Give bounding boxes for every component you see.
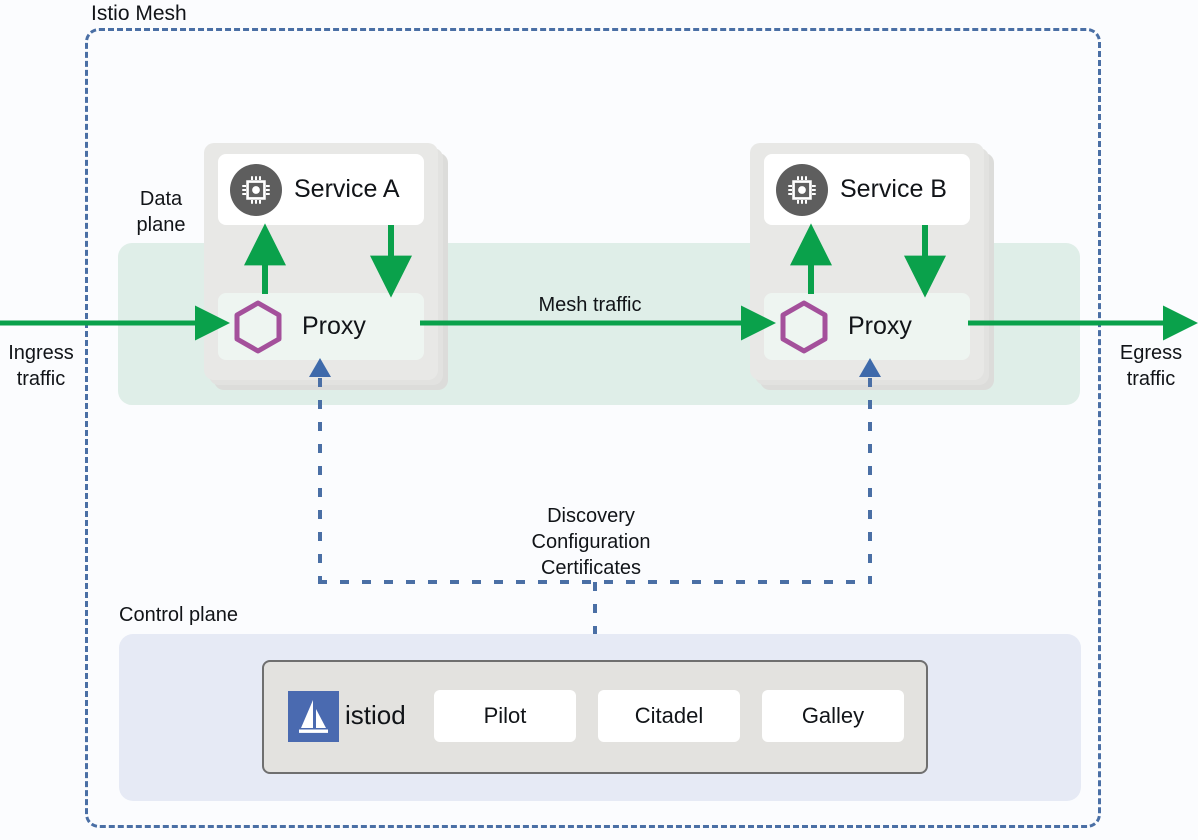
cpu-chip-icon (776, 163, 828, 216)
service-name-label: Service A (294, 175, 400, 203)
mesh-traffic-label: Mesh traffic (538, 294, 642, 316)
service-card-a: Service A (218, 154, 424, 225)
data-plane-label: Data plane (136, 188, 186, 236)
control-plane-component-citadel[interactable]: Citadel (598, 690, 740, 742)
ingress-traffic-label: Ingress traffic (8, 342, 74, 390)
control-plane-component-pilot[interactable]: Pilot (434, 690, 576, 742)
proxy-card-a: Proxy (218, 293, 424, 360)
hexagon-envoy-icon (232, 299, 284, 355)
proxy-name-label: Proxy (848, 312, 912, 340)
istio-sailboat-logo (288, 691, 339, 742)
workload-service-b: Service B Proxy (750, 143, 994, 390)
proxy-card-b: Proxy (764, 293, 970, 360)
egress-traffic-label: Egress traffic (1119, 342, 1183, 390)
istio-mesh-title: Istio Mesh (85, 2, 193, 26)
istio-mesh-boundary (85, 28, 1101, 828)
control-plane-label: Control plane (119, 604, 238, 626)
control-plane-component-galley[interactable]: Galley (762, 690, 904, 742)
control-plane-traffic-label: Discovery Configuration Certificates (531, 505, 651, 579)
cpu-chip-icon (230, 163, 282, 216)
service-card-b: Service B (764, 154, 970, 225)
service-name-label: Service B (840, 175, 947, 203)
workload-service-a: Service A Proxy (204, 143, 448, 390)
hexagon-envoy-icon (778, 299, 830, 355)
proxy-name-label: Proxy (302, 312, 366, 340)
istiod-name-label: istiod (345, 700, 406, 730)
